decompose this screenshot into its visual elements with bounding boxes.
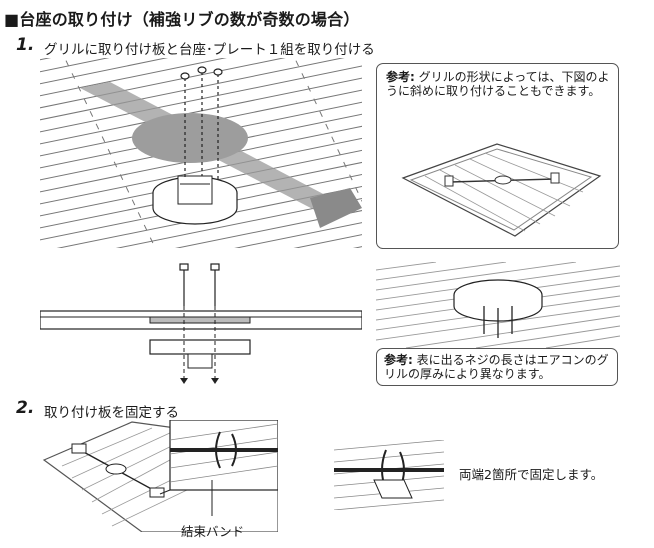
- fix-two-points-caption: 両端2箇所で固定します。: [459, 467, 604, 482]
- fixing-plate-illustration: [42, 420, 278, 532]
- step-1-number: 1.: [16, 35, 35, 55]
- step-2-number: 2.: [16, 398, 35, 418]
- step-2-text: 取り付け板を固定する: [44, 405, 179, 421]
- note-1-text: グリルの形状によっては、下図のように斜めに取り付けることもできます。: [386, 70, 610, 98]
- grille-mount-illustration: [40, 58, 362, 248]
- screw-length-illustration: [376, 262, 620, 348]
- step-1-text: グリルに取り付け板と台座･プレート１組を取り付ける: [44, 42, 375, 58]
- reference-note-diagonal: 参考: グリルの形状によっては、下図のように斜めに取り付けることもできます。: [376, 63, 619, 249]
- note-2-label: 参考:: [384, 353, 413, 367]
- cable-tie-label: 結束バンド: [181, 524, 245, 539]
- cable-tie-detail-illustration: [334, 440, 444, 510]
- page-title: ■台座の取り付け（補強リブの数が奇数の場合）: [4, 10, 360, 29]
- note-2-text: 表に出るネジの長さはエアコンのグリルの厚みにより異なります。: [384, 353, 609, 381]
- note-1-label: 参考:: [386, 70, 415, 84]
- reference-note-screw-length: 参考: 表に出るネジの長さはエアコンのグリルの厚みにより異なります。: [376, 262, 620, 386]
- diagonal-mount-illustration: [395, 136, 605, 241]
- cross-section-illustration: [40, 258, 362, 388]
